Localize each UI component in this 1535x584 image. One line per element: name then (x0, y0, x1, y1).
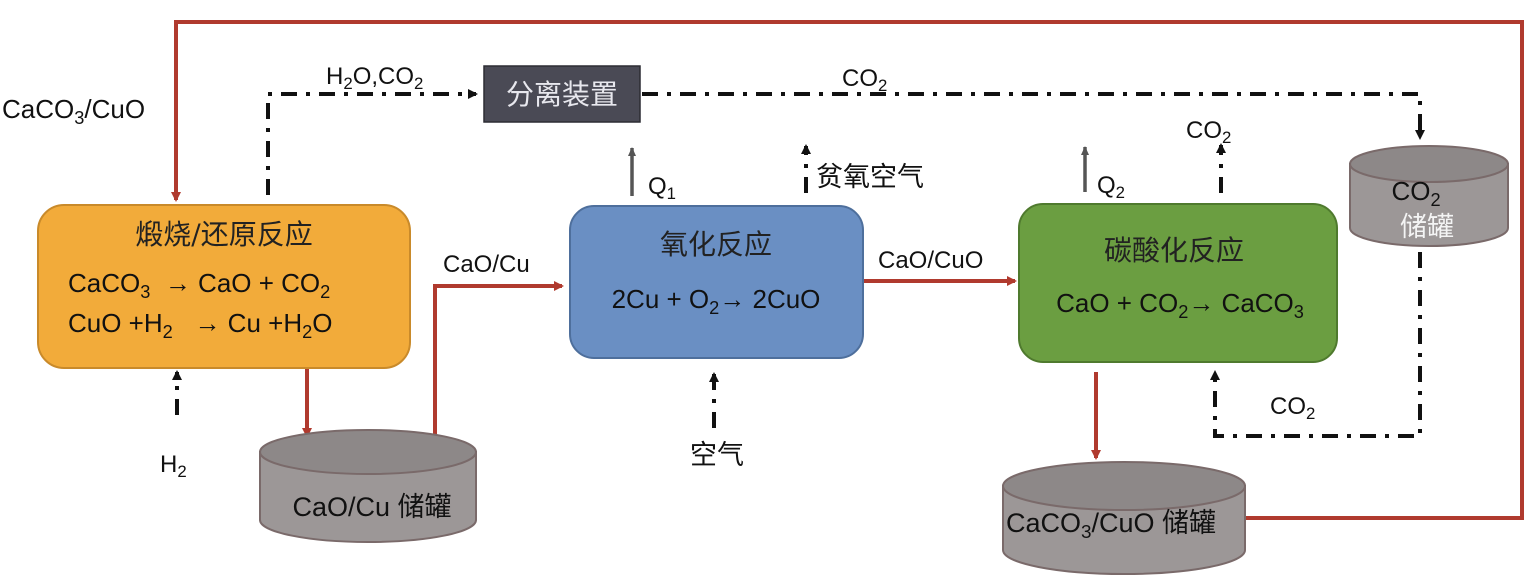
oxidation-reactor: 氧化反应 2Cu + O2→ 2CuO (569, 205, 864, 359)
lean-air-label: 贫氧空气 (816, 162, 924, 193)
caco3-cuo-tank: CaCO3/CuO 储罐 (1002, 461, 1246, 575)
h2-label: H2 (160, 451, 187, 481)
solid-flows (171, 20, 1524, 520)
co2-tank-formula: CO2 (1391, 176, 1440, 210)
carbonation-equation: CaO + CO2→ CaCO3 (1056, 288, 1304, 322)
separator-unit: 分离装置 (483, 65, 641, 123)
heat-arrows (628, 146, 1089, 196)
cao-cuo-flow-label: CaO/CuO (878, 247, 983, 274)
cao-cu-tank-label: CaO/Cu 储罐 (292, 492, 451, 522)
co2-to-tank-line (642, 92, 1425, 140)
air-label: 空气 (690, 440, 744, 471)
calcination-equation-1: CaCO3 → CaO + CO2 (68, 268, 330, 302)
caco3-cuo-tank-label: CaCO3/CuO 储罐 (1006, 508, 1216, 543)
caco3-cuo-return-label: CaCO3/CuO (2, 94, 145, 128)
calcination-title: 煅烧/还原反应 (135, 218, 312, 251)
carbonation-title: 碳酸化反应 (1104, 234, 1244, 267)
q2-label: Q2 (1097, 172, 1125, 202)
co2-vent-label: CO2 (1186, 117, 1231, 147)
q1-label: Q1 (648, 173, 676, 203)
carbonation-reactor: 碳酸化反应 CaO + CO2→ CaCO3 (1018, 203, 1338, 363)
h2o-co2-label: H2O,CO2 (326, 63, 423, 93)
calcination-reactor: 煅烧/还原反应 CaCO3 → CaO + CO2 CuO +H2 → Cu +… (37, 204, 411, 369)
co2-recycle-label: CO2 (1270, 393, 1315, 423)
co2-tank: CO2 储罐 (1349, 145, 1509, 247)
oxidation-title: 氧化反应 (660, 228, 772, 261)
oxidation-equation: 2Cu + O2→ 2CuO (612, 284, 821, 318)
co2-recycle-line (1210, 252, 1422, 438)
h2o-co2-line (266, 89, 478, 195)
gas-flows (172, 89, 1425, 438)
co2-tank-label: 储罐 (1400, 212, 1454, 243)
calcination-equation-2: CuO +H2 → Cu +H2O (68, 308, 332, 342)
cao-cu-flow-label: CaO/Cu (443, 251, 530, 278)
return-loop-line (171, 20, 1524, 520)
cao-cu-feed-line (433, 281, 564, 438)
co2-separator-label: CO2 (842, 65, 887, 95)
cao-cu-tank: CaO/Cu 储罐 (259, 429, 477, 543)
separator-label: 分离装置 (506, 78, 618, 111)
